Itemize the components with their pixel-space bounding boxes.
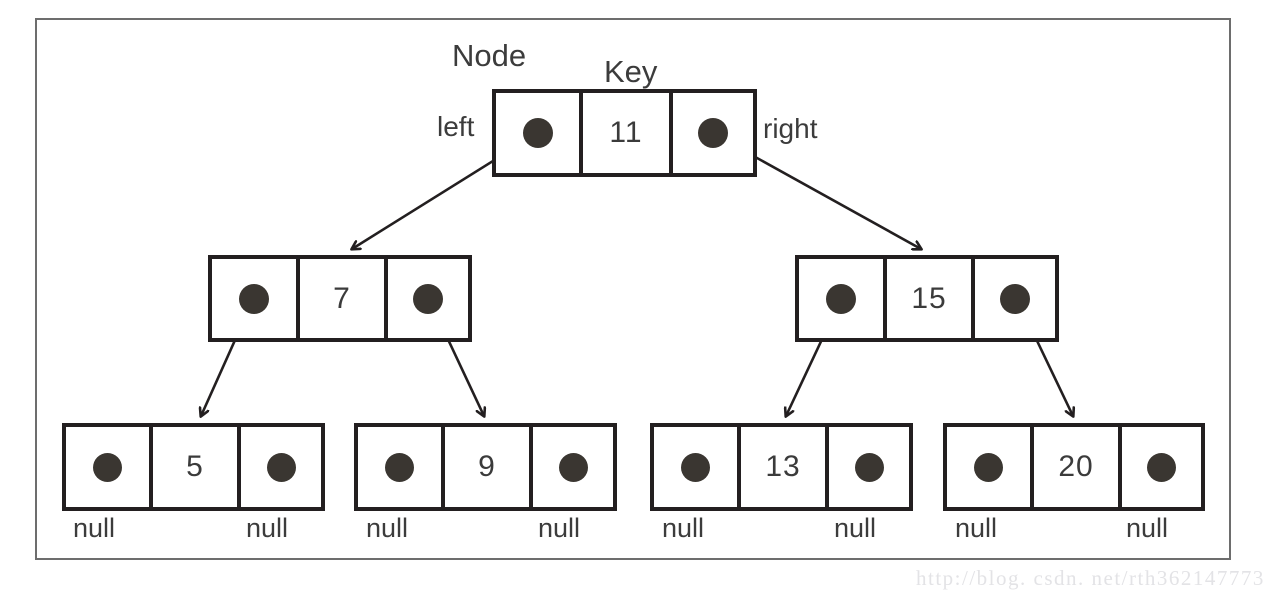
left-annotation-label: left [437, 111, 475, 142]
node-9-right-null-label: null [538, 513, 581, 543]
node-9-left-null-label: null [366, 513, 409, 543]
pointer-dot-icon [698, 118, 728, 148]
tree-node-5[interactable]: 5 [62, 423, 325, 511]
pointer-dot-icon [826, 283, 856, 314]
pointer-dot-icon [854, 452, 884, 482]
node-5-key-cell: 5 [153, 427, 241, 507]
pointer-dot-icon [413, 283, 443, 314]
node-root-right-pointer-cell [673, 93, 753, 173]
node-7-key-cell: 7 [300, 259, 388, 338]
node-15-left-pointer-cell [799, 259, 887, 338]
pointer-dot-icon [385, 452, 414, 482]
node-5-left-pointer-cell [66, 427, 153, 507]
node-13-left-null-label: null [662, 513, 705, 543]
node-root-left-pointer-cell [496, 93, 583, 173]
node-20-right-pointer-cell [1122, 427, 1201, 507]
node-13-right-null-label: null [834, 513, 877, 543]
node-15-right-pointer-cell [975, 259, 1055, 338]
pointer-dot-icon [239, 283, 269, 314]
tree-node-20[interactable]: 20 [943, 423, 1205, 511]
node-5-right-pointer-cell [241, 427, 321, 507]
node-20-left-pointer-cell [947, 427, 1034, 507]
pointer-dot-icon [266, 452, 296, 482]
node-13-right-pointer-cell [829, 427, 909, 507]
node-15-key-cell: 15 [887, 259, 975, 338]
tree-node-9[interactable]: 9 [354, 423, 617, 511]
node-20-left-null-label: null [955, 513, 998, 543]
node-annotation-label: Node [452, 38, 527, 73]
pointer-dot-icon [93, 452, 122, 482]
node-9-left-pointer-cell [358, 427, 445, 507]
node-7-left-pointer-cell [212, 259, 300, 338]
pointer-dot-icon [558, 452, 588, 482]
node-20-key-cell: 20 [1034, 427, 1122, 507]
node-20-right-null-label: null [1126, 513, 1169, 543]
key-annotation-label: Key [604, 54, 658, 89]
node-5-right-null-label: null [246, 513, 289, 543]
tree-node-15[interactable]: 15 [795, 255, 1059, 342]
tree-node-root[interactable]: 11 [492, 89, 757, 177]
node-7-right-pointer-cell [388, 259, 468, 338]
pointer-dot-icon [974, 452, 1003, 482]
pointer-dot-icon [681, 452, 710, 482]
pointer-dot-icon [1147, 452, 1176, 482]
tree-node-7[interactable]: 7 [208, 255, 472, 342]
node-9-key-cell: 9 [445, 427, 533, 507]
node-13-left-pointer-cell [654, 427, 741, 507]
node-13-key-cell: 13 [741, 427, 829, 507]
watermark-text: http://blog. csdn. net/rth362147773 [916, 566, 1265, 590]
node-5-left-null-label: null [73, 513, 116, 543]
tree-node-13[interactable]: 13 [650, 423, 913, 511]
pointer-dot-icon [522, 118, 553, 148]
node-9-right-pointer-cell [533, 427, 613, 507]
pointer-dot-icon [1000, 283, 1030, 314]
node-root-key-cell: 11 [583, 93, 673, 173]
right-annotation-label: right [763, 113, 818, 144]
